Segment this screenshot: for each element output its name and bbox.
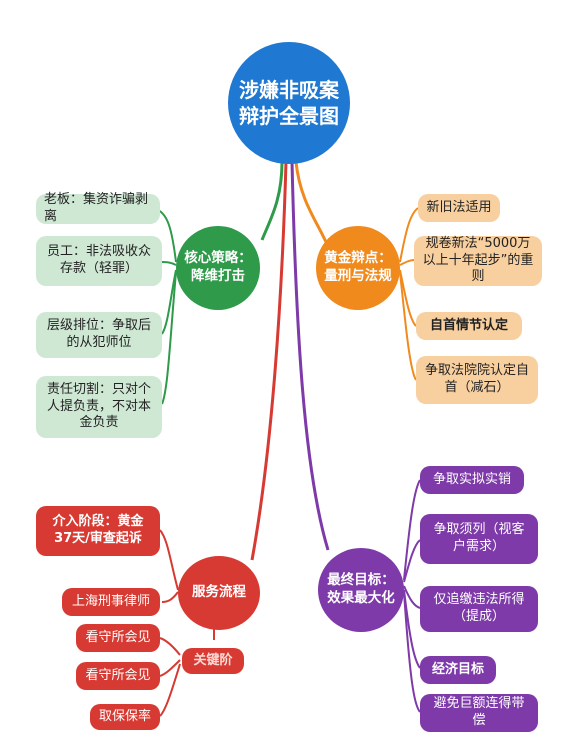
- green-item-3: 层级排位：争取后的从犯师位: [36, 312, 162, 358]
- connector-purple-3: [403, 585, 421, 609]
- purple-item-2: 争取须列（视客户需求）: [420, 514, 538, 564]
- connector-purple-2: [403, 539, 421, 583]
- connector-orange-4: [399, 271, 417, 381]
- orange-item-4: 争取法院院认定自首（减石）: [416, 356, 538, 404]
- connector-red-3: [159, 637, 181, 656]
- green-title-line1: 核心策略：: [184, 250, 252, 267]
- connector-orange-2: [399, 259, 415, 266]
- red-item-4: 看守所会见: [76, 662, 160, 690]
- green-item-2: 员工：非法吸收众存款（轻罪）: [36, 236, 162, 286]
- green-item-1: 老板：集资诈骗剥离: [36, 192, 160, 224]
- purple-item-3: 仅追缴违法所得（提成）: [420, 586, 538, 632]
- connector-hub-red: [250, 161, 288, 561]
- green-item-4: 责任切割：只对个人提负责，不对本金负责: [36, 376, 162, 438]
- connector-purple-1: [403, 479, 421, 581]
- purple-item-5: 避免巨额连得带偿: [420, 694, 538, 732]
- connector-red-4: [159, 659, 181, 677]
- red-item-1: 介入阶段：黄金37天/审查起诉: [36, 506, 160, 556]
- center-topic: 涉嫌非吸案 辩护全景图: [228, 42, 350, 164]
- green-title-line2: 降维打击: [191, 268, 245, 284]
- connector-hub-orange: [294, 161, 328, 243]
- center-topic-line2: 辩护全景图: [239, 104, 339, 128]
- connector-red-5: [159, 663, 181, 717]
- red-item-5: 取保保率: [90, 704, 160, 730]
- connector-purple-5: [403, 591, 421, 713]
- red-item-3: 看守所会见: [76, 624, 160, 652]
- red-title: 服务流程: [192, 584, 246, 601]
- red-item-2: 上海刑事律师: [62, 588, 160, 616]
- connector-green-4: [161, 271, 177, 405]
- red-category-node: 服务流程: [178, 556, 260, 630]
- connector-green-3: [161, 269, 177, 335]
- green-category-node: 核心策略： 降维打击: [176, 226, 260, 310]
- connector-red-2: [161, 591, 179, 603]
- orange-item-2: 规卷新法“5000万以上十年起步”的重则: [414, 236, 542, 286]
- purple-category-node: 最终目标： 效果最大化: [318, 548, 404, 632]
- red-sub-node: 关键阶: [182, 648, 244, 674]
- orange-item-1: 新旧法适用: [418, 194, 500, 222]
- purple-item-1: 争取实拟实销: [420, 466, 524, 494]
- purple-title-line2: 效果最大化: [327, 590, 395, 606]
- orange-title-line2: 量刑与法规: [324, 268, 392, 284]
- connector-red-1: [159, 529, 179, 591]
- center-topic-line1: 涉嫌非吸案: [239, 78, 339, 102]
- orange-category-node: 黄金辩点： 量刑与法规: [316, 226, 400, 310]
- connector-hub-green: [260, 161, 284, 241]
- orange-item-3: 自首情节认定: [416, 312, 522, 340]
- purple-title-line1: 最终目标：: [327, 572, 395, 589]
- orange-title-line1: 黄金辩点：: [324, 250, 392, 267]
- connector-hub-purple: [290, 161, 330, 551]
- connector-green-2: [161, 261, 177, 266]
- connector-green-1: [157, 209, 177, 263]
- purple-item-4: 经济目标: [420, 656, 496, 684]
- connector-orange-1: [399, 207, 419, 263]
